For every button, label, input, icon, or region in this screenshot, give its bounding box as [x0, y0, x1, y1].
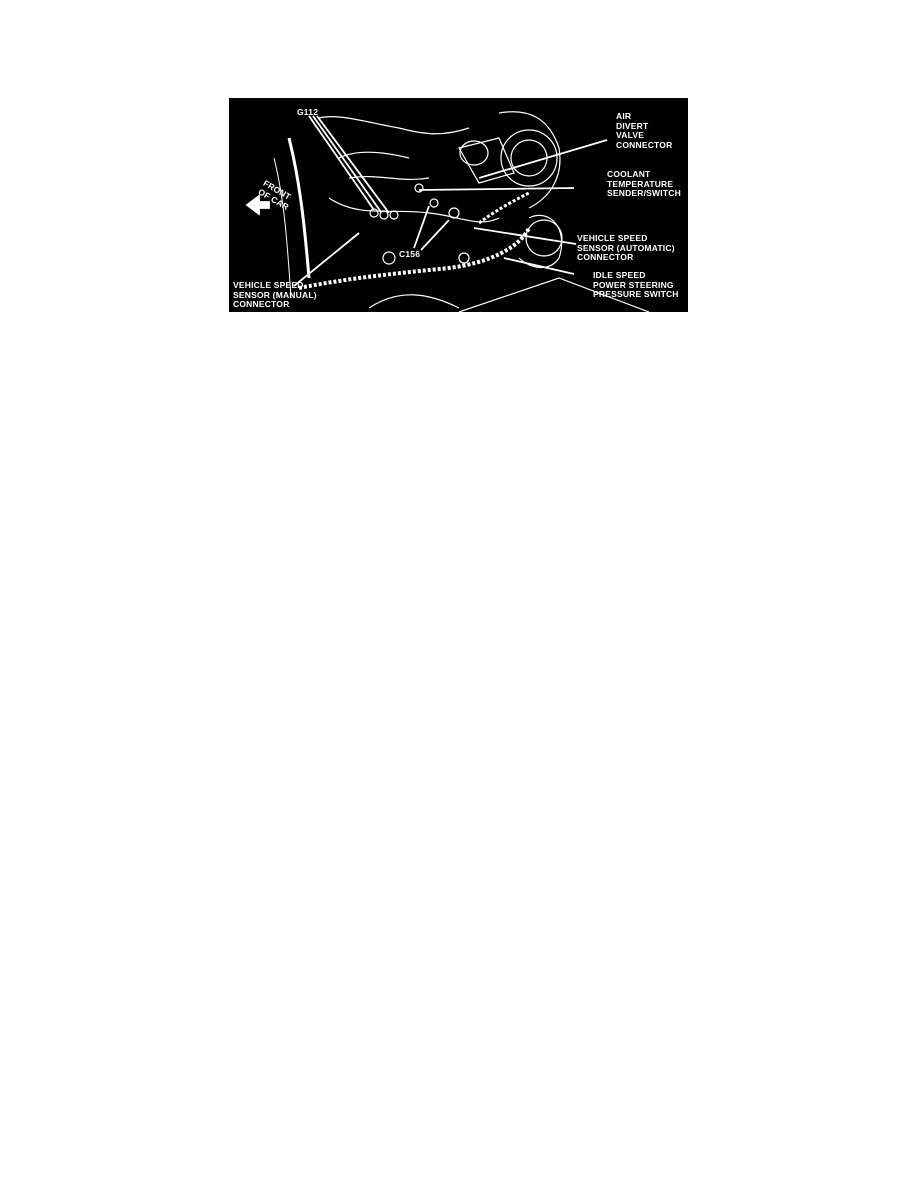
label-idle-speed-ps-pressure-switch: IDLE SPEED POWER STEERING PRESSURE SWITC… [593, 270, 679, 299]
label-air-divert-valve-connector: AIR DIVERT VALVE CONNECTOR [616, 111, 673, 150]
engine-line-art [245, 111, 650, 312]
engine-wiring-diagram: G112 FRONT OF CAR AIR DIVERT VALVE CONNE… [229, 98, 688, 312]
label-g112: G112 [297, 107, 319, 117]
label-c156: C156 [399, 249, 421, 259]
label-coolant-temperature-sender: COOLANT TEMPERATURE SENDER/SWITCH [607, 169, 681, 198]
label-vss-manual-connector: VEHICLE SPEED SENSOR (MANUAL) CONNECTOR [233, 280, 317, 309]
label-vss-automatic-connector: VEHICLE SPEED SENSOR (AUTOMATIC) CONNECT… [577, 233, 675, 262]
